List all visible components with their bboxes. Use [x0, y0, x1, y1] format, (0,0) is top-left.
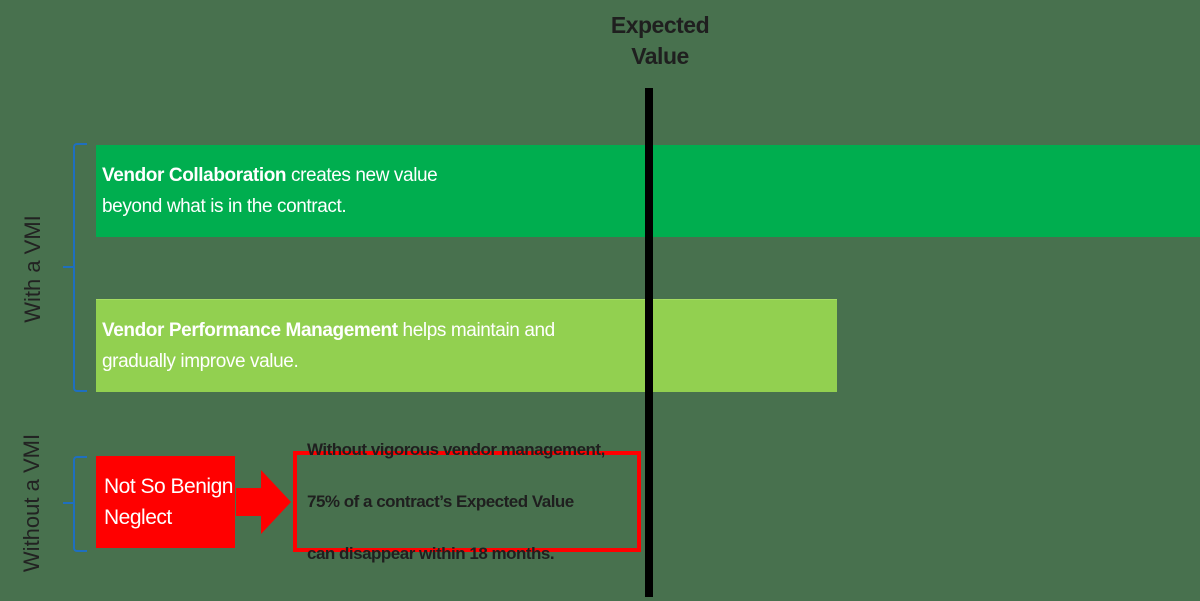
neglect-line2: Neglect [104, 506, 172, 529]
warning-line2: 75% of a contract’s Expected Value [307, 491, 574, 511]
vendor-performance-desc1: helps maintain and [397, 320, 556, 341]
warning-line3: can disappear within 18 months. [307, 543, 555, 563]
brace-tick-without-vmi [63, 502, 73, 504]
warning-line1: Without vigorous vendor management, [307, 439, 605, 459]
neglect-line1: Not So Benign [104, 475, 233, 498]
brace-without-vmi [73, 456, 87, 552]
vendor-performance-title: Vendor Performance Management [102, 320, 398, 341]
group-label-with-vmi: With a VMI [20, 215, 45, 323]
warning-callout: Without vigorous vendor management, 75% … [293, 440, 641, 563]
vendor-collaboration-title: Vendor Collaboration [102, 165, 287, 186]
neglect-text: Not So Benign Neglect [96, 471, 233, 533]
expected-value-line [645, 88, 653, 597]
expected-value-label: Expected Value [560, 10, 760, 72]
vendor-performance-text: Vendor Performance Management helps main… [96, 315, 555, 377]
vendor-collaboration-desc1: creates new value [286, 165, 438, 186]
vendor-collaboration-text: Vendor Collaboration creates new value b… [96, 160, 438, 222]
arrow-right-icon [236, 470, 291, 534]
brace-with-vmi [73, 143, 87, 392]
expected-value-line1: Expected [610, 12, 710, 38]
vendor-performance-bar: Vendor Performance Management helps main… [96, 299, 837, 392]
neglect-box: Not So Benign Neglect [96, 456, 235, 548]
vendor-collaboration-desc2: beyond what is in the contract. [102, 196, 347, 217]
vendor-performance-desc2: gradually improve value. [102, 351, 299, 372]
group-label-without-vmi: Without a VMI [19, 433, 44, 573]
brace-tick-with-vmi [63, 266, 73, 268]
expected-value-line2: Value [631, 43, 689, 69]
warning-text: Without vigorous vendor management, 75% … [297, 411, 605, 593]
